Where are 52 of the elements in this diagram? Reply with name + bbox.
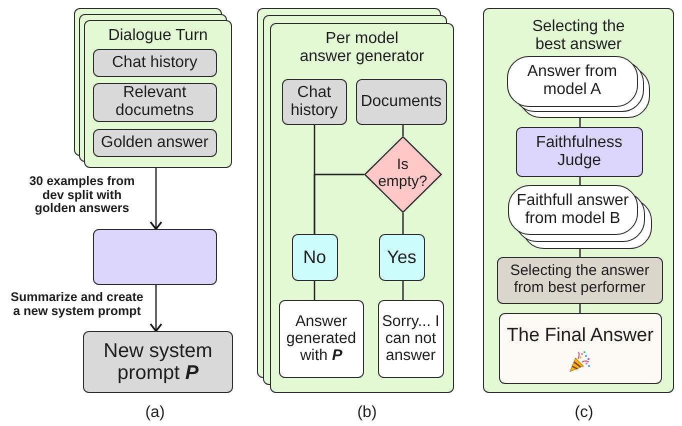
connector-line — [579, 118, 581, 127]
panel-title: Per model answer generator — [298, 30, 426, 66]
connector-line — [579, 304, 581, 313]
box-label: Chat history — [290, 84, 339, 120]
subfigure-label: (c) — [574, 404, 594, 422]
box-label: Documents — [360, 92, 442, 111]
box-label: Faithfulness Judge — [535, 134, 624, 170]
input-box — [92, 128, 217, 157]
subfigure-label: (a) — [144, 404, 166, 422]
decision-diamond — [364, 136, 442, 213]
box-label: Chat history — [112, 54, 198, 72]
box-label: New system prompt P — [102, 340, 214, 384]
panel-card — [483, 8, 674, 393]
connector-line — [402, 125, 404, 136]
input-box — [282, 78, 347, 125]
branch-box — [378, 234, 425, 281]
result-box — [498, 312, 662, 384]
process-box — [516, 126, 643, 177]
model-box — [93, 229, 217, 285]
connector-line — [314, 174, 364, 234]
box-label: Answer generated with P — [285, 312, 358, 365]
subfigure-label: (b) — [356, 404, 378, 422]
box-label: Yes — [387, 247, 416, 268]
connector-line — [314, 281, 316, 300]
result-box — [278, 300, 364, 378]
panel-title: Dialogue Turn — [107, 27, 209, 45]
process-box — [496, 256, 663, 304]
connector-line — [579, 177, 581, 185]
box-label: Golden answer — [100, 134, 208, 152]
arrow — [150, 285, 162, 332]
input-box — [92, 82, 217, 122]
box-label: Sorry... I can not answer — [380, 312, 440, 365]
decision-label: Is empty? — [377, 157, 428, 191]
connector-line — [579, 249, 581, 257]
panel-card — [84, 20, 232, 168]
input-box — [92, 48, 217, 77]
box-label: No — [303, 247, 326, 268]
panel-card — [270, 23, 454, 393]
box-label: Faithfull answer from model B — [516, 192, 630, 228]
box-label: The Final Answer — [506, 324, 654, 346]
input-box — [356, 78, 447, 125]
connector-line — [402, 281, 404, 300]
connector-line — [402, 213, 404, 234]
branch-box — [292, 234, 338, 281]
arrow — [150, 168, 162, 230]
edge-label: Summarize and create a new system prompt — [8, 291, 146, 318]
result-box — [378, 300, 444, 378]
box-label: Relevant documetns — [114, 84, 195, 120]
box-label: Selecting the answer from best performer — [509, 263, 650, 297]
output-box — [83, 331, 233, 393]
box-label: Answer from model A — [526, 63, 618, 100]
panel-title: Selecting the best answer — [531, 18, 626, 54]
